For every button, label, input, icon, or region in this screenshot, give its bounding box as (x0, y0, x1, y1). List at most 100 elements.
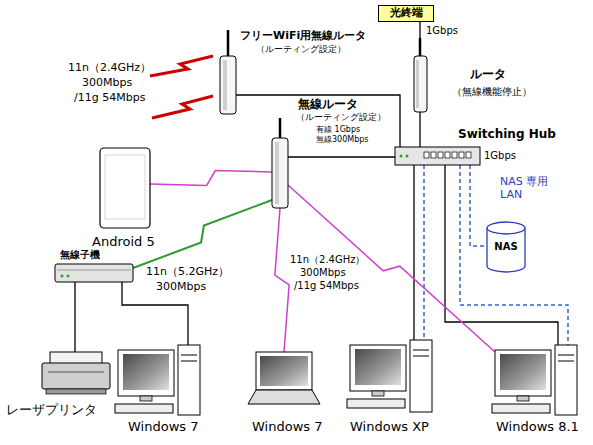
printer-icon-part (50, 352, 102, 364)
printer-icon (42, 352, 110, 394)
laptop-icon-part (248, 390, 320, 404)
printer-icon-part (42, 363, 110, 389)
router-icon-part (419, 38, 422, 58)
wireless-link (275, 208, 289, 352)
nas-cylinder-icon (487, 222, 525, 272)
hub-icon-part (452, 152, 457, 158)
desktop-pc-icon-part (347, 399, 405, 408)
free-wifi-bolts-part (152, 96, 213, 118)
wireless-router-node: 無線ルータ（ルーティング設定）有線 1Gbps無線300Mbps (272, 118, 288, 208)
router-icon-part (414, 56, 427, 112)
desktop-pc-icon-part (123, 354, 169, 390)
free-wifi-bolts (150, 56, 213, 118)
device-label: フリーWiFi用無線ルータ (240, 30, 366, 43)
device-label: Windows 7 (252, 420, 322, 435)
router-node: ルータ（無線機能停止） (414, 38, 427, 112)
device-label: （ルーティング設定） (296, 112, 386, 122)
wireless-adapter-icon-part (61, 275, 64, 278)
hub-icon (395, 147, 480, 165)
desktop-pc-icon-part (372, 391, 384, 396)
hub-icon-part (431, 152, 436, 158)
device-label: Android 5 (92, 235, 155, 250)
device-label: Windows 7 (128, 420, 198, 435)
desktop-pc-icon-part (140, 396, 152, 401)
lan-cable (413, 165, 414, 340)
desktop-pc-icon-part (555, 345, 577, 415)
annotation-label: 11n（2.4GHz） (68, 62, 151, 75)
desktop-pc-icon-part (115, 404, 173, 413)
free-wifi-bolts-part (150, 56, 213, 76)
nas-node: NAS (487, 222, 525, 272)
router-icon (414, 38, 427, 112)
switching-hub: Switching Hub (395, 147, 480, 165)
pc-node: Windows XP (350, 340, 432, 415)
router-icon-part (275, 142, 279, 204)
printer-node: レーザプリンタ (42, 352, 110, 394)
device-label: Windows 8.1 (496, 420, 579, 435)
terminal-box: 光終端 (378, 5, 434, 22)
desktop-pc-icon-part (558, 355, 574, 356)
wireless-link (133, 200, 272, 268)
desktop-pc-icon-part (413, 356, 429, 357)
lan-cable (288, 156, 395, 157)
hub-icon-part (400, 155, 403, 158)
desktop-pc-icon-part (558, 361, 574, 362)
router-icon-part (279, 118, 282, 140)
laptop-icon-part (260, 356, 308, 386)
nas-lan-cable (470, 165, 487, 246)
desktop-pc-icon-part (495, 350, 551, 396)
hub-icon-part (445, 152, 450, 158)
device-label: （無線機能停止） (452, 86, 532, 98)
router-icon (272, 118, 288, 208)
router-icon-part (220, 56, 236, 114)
annotation-label: NAS 専用LAN (500, 176, 552, 201)
lan-cable (419, 112, 420, 147)
wireless-adapter-icon-part (57, 270, 131, 271)
desktop-pc-icon-part (118, 350, 174, 396)
device-label: Switching Hub (458, 128, 556, 142)
pc-node: Windows 8.1 (495, 345, 577, 415)
desktop-pc-icon (492, 345, 577, 415)
device-label: （ルーティング設定） (256, 44, 346, 54)
tablet-icon-part (100, 148, 150, 228)
laptop-node: Windows 7 (248, 352, 320, 404)
wireless-link (288, 185, 495, 352)
desktop-pc-icon-part (355, 349, 401, 385)
printer-icon-part (46, 389, 106, 394)
annotation-label: /11g 54Mbps (294, 280, 359, 292)
desktop-pc-icon-part (517, 396, 529, 401)
desktop-pc-icon-part (413, 350, 429, 351)
wifi-router-node: フリーWiFi用無線ルータ（ルーティング設定） (220, 30, 236, 114)
wireless-adapter-icon-part (55, 264, 133, 282)
hub-icon-part (466, 152, 471, 158)
annotation-label: 300Mbps (82, 77, 132, 90)
desktop-pc-icon (115, 345, 200, 415)
wireless-adapter-icon-part (67, 275, 70, 278)
wireless-adapter-node: 無線子機 (55, 264, 133, 282)
laptop-icon-part (256, 352, 312, 390)
device-label: レーザプリンタ (6, 403, 97, 418)
device-label: 有線 1Gbps (316, 125, 360, 134)
desktop-pc-icon (347, 340, 432, 412)
printer-icon-part (48, 372, 104, 373)
desktop-pc-icon-part (350, 345, 406, 391)
device-label: 無線子機 (60, 249, 100, 261)
hub-icon-part (395, 147, 480, 165)
device-label: 無線300Mbps (316, 135, 369, 144)
annotation-label: 1Gbps (426, 25, 458, 37)
router-icon-part (223, 60, 227, 110)
device-label: 光終端 (390, 7, 423, 20)
annotation-label: 300Mbps (300, 267, 346, 279)
device-label: Windows XP (350, 420, 429, 435)
desktop-pc-icon-part (492, 404, 550, 413)
lan-cable (445, 165, 558, 345)
annotation-label: /11g 54Mbps (74, 92, 145, 105)
laptop-icon (248, 352, 320, 404)
tablet-icon-part (105, 155, 145, 219)
annotation-label: 11n（2.4GHz） (290, 254, 365, 266)
nas-lan-cable (460, 165, 568, 345)
device-label: NAS (494, 241, 517, 253)
device-label: 無線ルータ (298, 98, 358, 112)
